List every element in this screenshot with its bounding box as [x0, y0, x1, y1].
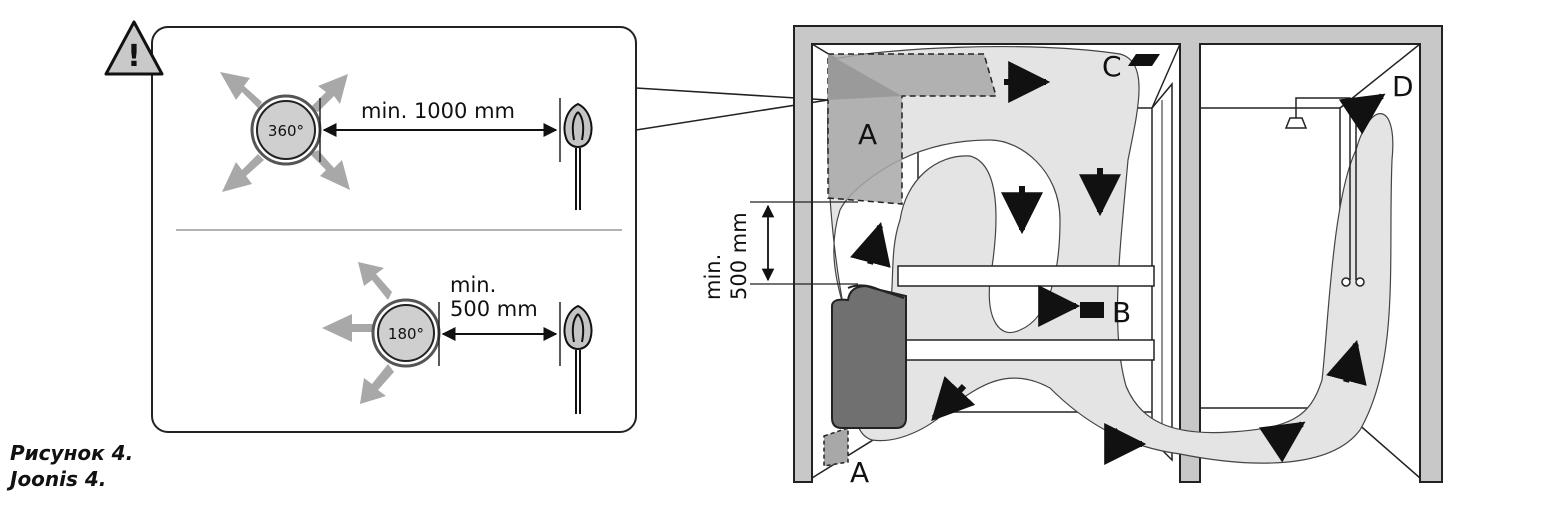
distance-label-500-line2: 500 mm — [450, 297, 538, 321]
shower-icon — [1284, 97, 1365, 287]
angle-label-180: 180° — [388, 325, 424, 343]
airflow-arrows-room — [850, 61, 1386, 465]
vent-a-bottom — [823, 426, 849, 467]
heater-sensor-icon — [563, 304, 593, 414]
vent-c — [1128, 54, 1160, 66]
vertical-dimension: min. 500 mm — [701, 201, 858, 300]
label-c: C — [1102, 50, 1122, 83]
airflow-region — [827, 45, 1394, 464]
caption-line1: Рисунок 4. — [10, 441, 133, 465]
distance-label-1000: min. 1000 mm — [361, 99, 515, 123]
vent-b — [1080, 302, 1104, 318]
sauna-benches — [897, 265, 1155, 361]
angle-label-360: 360° — [268, 122, 304, 140]
warning-mark: ! — [127, 39, 141, 74]
label-a-top: A — [858, 118, 877, 151]
label-d: D — [1392, 70, 1414, 103]
airflow-arrows-180 — [322, 262, 394, 404]
vertical-dimension-line2: 500 mm — [727, 212, 751, 300]
airflow-180-diagram: 180° min. 500 mm — [322, 262, 593, 414]
heater-sensor-icon — [563, 102, 593, 210]
heater-icon — [831, 284, 907, 429]
warning-icon: ! — [104, 20, 164, 76]
vertical-dimension-line1: min. — [701, 254, 725, 300]
label-a-bottom: A — [850, 456, 869, 489]
label-b: B — [1112, 296, 1131, 329]
airflow-360-diagram: 360° min. 1000 mm — [220, 72, 593, 210]
caption-line2: Joonis 4. — [6, 467, 106, 491]
distance-label-500-line1: min. — [450, 273, 496, 297]
